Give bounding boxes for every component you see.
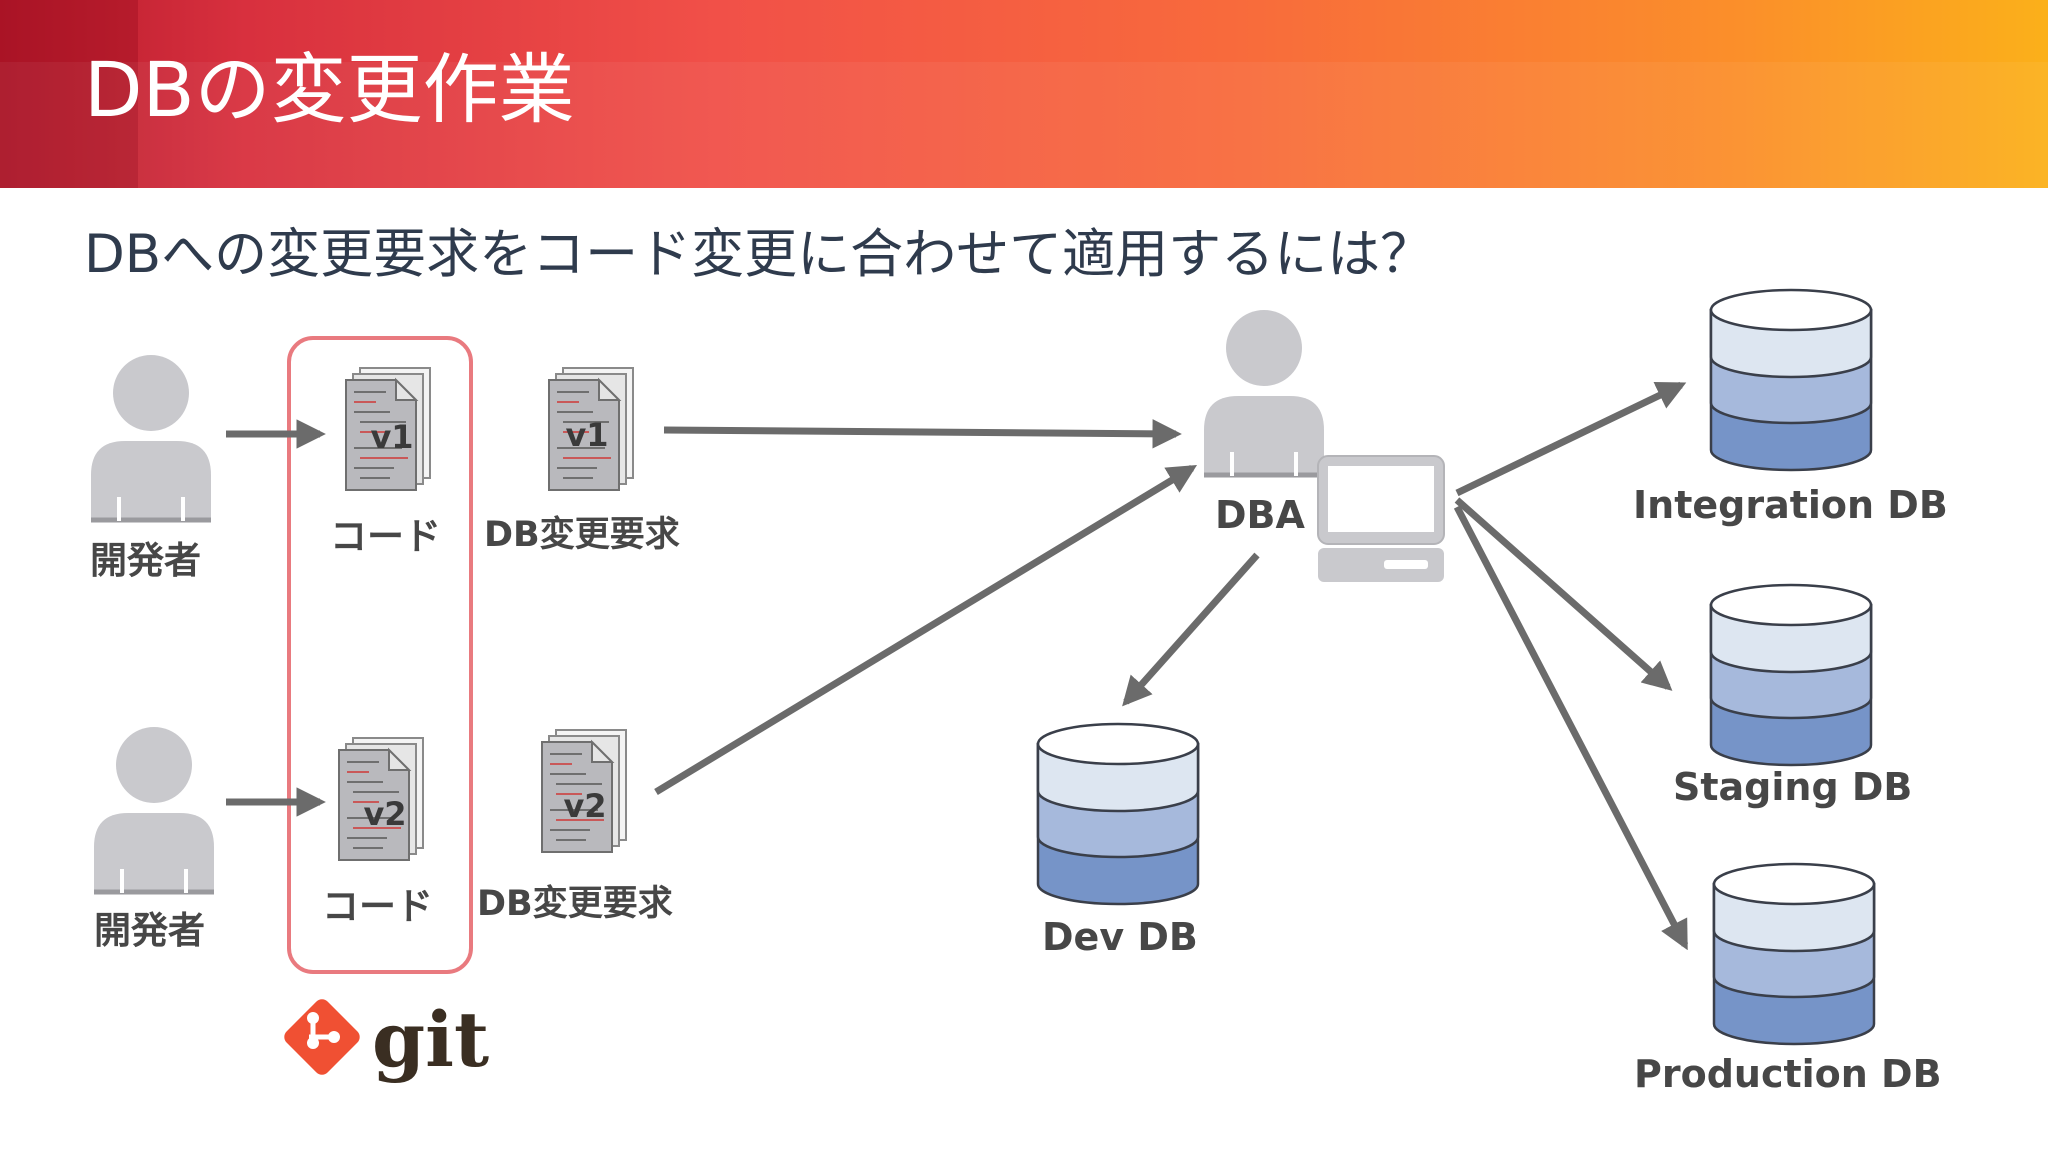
code-label-2: コード [322, 885, 433, 928]
integration-db-label: Integration DB [1633, 483, 1948, 527]
dev-db-label: Dev DB [1042, 915, 1198, 959]
dev-db-icon [1036, 722, 1200, 906]
developer-icon-2 [94, 727, 214, 893]
production-db-icon [1712, 862, 1876, 1046]
developer-label-1: 開発者 [90, 539, 201, 582]
staging-db-label: Staging DB [1673, 765, 1913, 809]
code-version-label-2: v2 [363, 795, 406, 833]
page-title: DBの変更作業 [84, 45, 575, 134]
dba-person-icon [1204, 310, 1324, 476]
repository-box [287, 336, 473, 974]
change-request-version-label-1: v1 [565, 416, 608, 454]
code-label-1: コード [330, 515, 441, 558]
arrow-dba-to-integration-db [1455, 381, 1687, 497]
arrow-request1-to-dba [663, 419, 1182, 449]
header-accent-band [0, 0, 138, 188]
page-subtitle: DBへの変更要求をコード変更に合わせて適用するには？ [84, 224, 1434, 285]
production-db-label: Production DB [1634, 1052, 1942, 1096]
change-request-version-label-2: v2 [563, 787, 606, 825]
change-request-label-1: DB変更要求 [484, 515, 680, 555]
git-logo [284, 999, 360, 1075]
dba-label: DBA [1215, 493, 1305, 537]
developer-icon-1 [91, 355, 211, 521]
arrow-request2-to-dba [654, 464, 1198, 795]
developer-label-2: 開発者 [94, 909, 205, 952]
arrow-dba-to-production-db [1453, 505, 1689, 951]
header-highlight-band [0, 62, 2048, 188]
code-version-label-1: v1 [370, 418, 413, 456]
change-request-label-2: DB変更要求 [477, 884, 673, 924]
arrow-dba-to-staging-db [1454, 497, 1673, 691]
header-banner [0, 0, 2048, 188]
git-logo-text: git [372, 995, 489, 1084]
computer-icon [1317, 455, 1445, 582]
arrow-dba-to-dev-db [1122, 552, 1260, 707]
integration-db-icon [1709, 288, 1873, 472]
staging-db-icon [1709, 583, 1873, 767]
